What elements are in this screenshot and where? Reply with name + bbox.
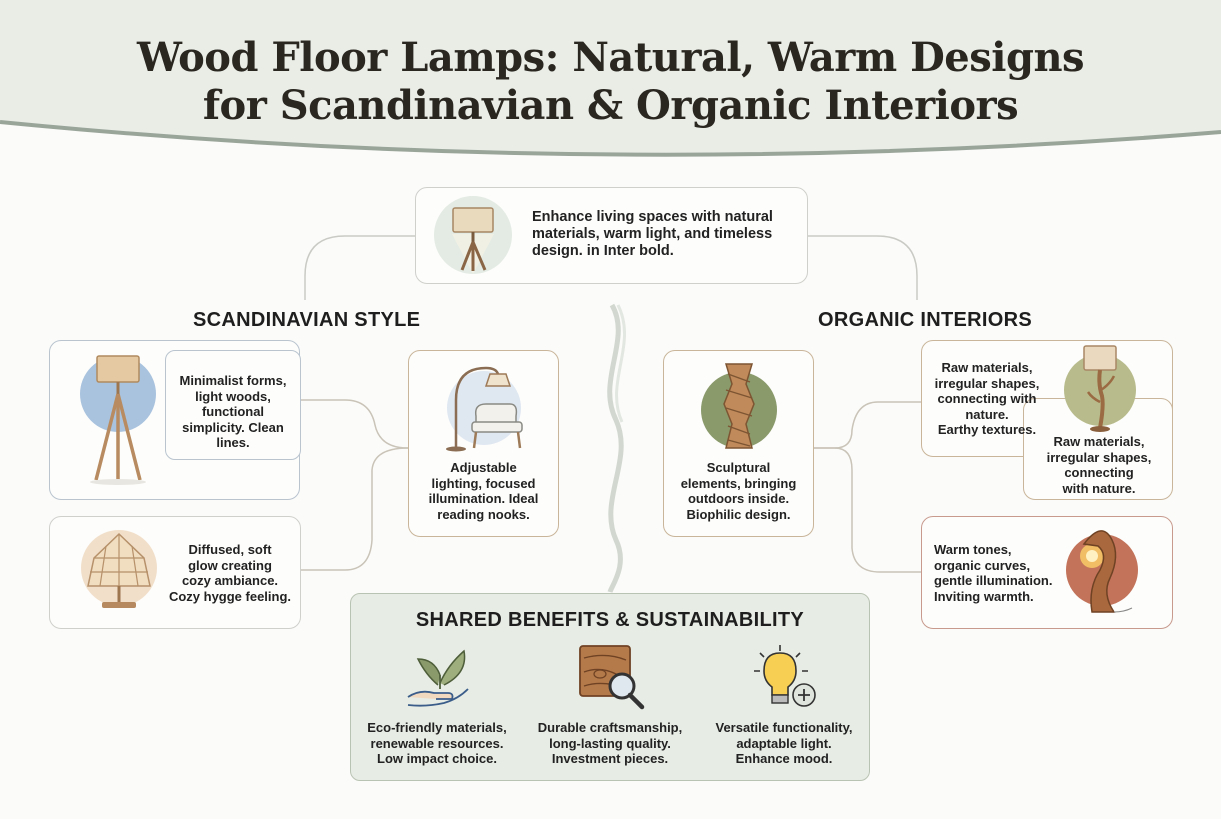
intro-text: Enhance living spaces with natural mater… (532, 209, 773, 259)
paper-lantern-lamp-icon (81, 530, 157, 608)
tripod-floor-lamp-icon (434, 196, 512, 274)
shared-heading: SHARED BENEFITS & SUSTAINABILITY (415, 609, 805, 631)
organic-text-raw-materials-secondary: Raw materials, irregular shapes, connect… (1046, 434, 1152, 496)
arc-lamp-armchair-icon (446, 366, 523, 452)
title-line-1: Wood Floor Lamps: Natural, Warm Designs (136, 34, 1085, 81)
title-line-2: for Scandinavian & Organic Interiors (202, 82, 1019, 129)
scandinavian-text-minimalist: Minimalist forms, light woods, functiona… (179, 373, 287, 450)
shared-text-eco: Eco-friendly materials, renewable resour… (367, 720, 507, 766)
scandinavian-text-adjustable: Adjustable lighting, focused illuminatio… (428, 460, 539, 522)
scandinavian-card-minimalist-text-box (165, 350, 301, 460)
shared-text-durable: Durable craftsmanship, long-lasting qual… (537, 720, 683, 766)
sculptural-wood-lamp-icon (701, 363, 777, 449)
shared-text-versatile: Versatile functionality, adaptable light… (715, 720, 853, 766)
branch-lamp-icon (1064, 345, 1136, 432)
page-title: Wood Floor Lamps: Natural, Warm Designs … (0, 34, 1221, 130)
organic-text-warm-tones: Warm tones, organic curves, gentle illum… (934, 542, 1053, 604)
lightbulb-plus-icon (754, 645, 816, 707)
hand-leaf-icon (407, 649, 469, 707)
scandinavian-heading: SCANDINAVIAN STYLE (193, 309, 421, 331)
organic-text-sculptural: Sculptural elements, bringing outdoors i… (680, 460, 797, 522)
tripod-floor-lamp-icon (80, 355, 156, 485)
organic-text-raw-materials: Raw materials, irregular shapes, connect… (934, 360, 1040, 437)
wood-magnifier-icon (579, 645, 645, 710)
curved-wood-lamp-icon (1066, 530, 1138, 613)
organic-heading: ORGANIC INTERIORS (818, 309, 1032, 331)
scandinavian-text-diffused: Diffused, soft glow creating cozy ambian… (168, 542, 292, 604)
